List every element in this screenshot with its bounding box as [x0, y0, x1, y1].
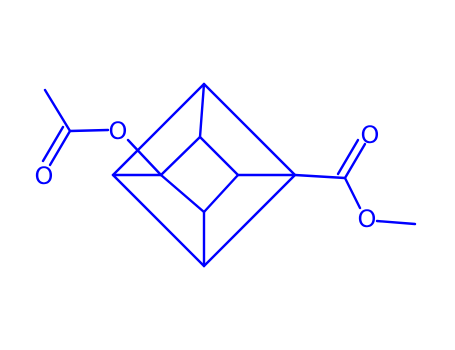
- bond-cage-to-ester-carbon: [293, 173, 347, 180]
- bond-ester-carbonyl-double-b: [336, 138, 360, 176]
- acetoxy-group: [41, 88, 163, 177]
- bond-cage-to-ether-oxygen: [126, 138, 163, 177]
- atom-label-ester-oxygen-right: O: [358, 205, 377, 233]
- atom-label-ether-oxygen-left: O: [109, 117, 128, 145]
- bond-cage-outer-top-right: [202, 82, 297, 177]
- bond-ester-carbonyl-double-a: [343, 142, 367, 180]
- bond-cage-inner-top-right: [198, 135, 240, 177]
- bond-acetyl-methyl: [43, 88, 72, 133]
- bond-cage-inner-left-top: [159, 135, 202, 177]
- bond-ester-carbon-to-oxygen: [343, 176, 362, 210]
- bond-cage-inner-right-bottom: [202, 173, 240, 214]
- bond-ether-oxygen-to-carbonyl-carbon: [68, 128, 110, 133]
- methyl-ester-group: [293, 138, 417, 226]
- bond-carbonyl-double-b: [41, 125, 65, 163]
- bond-cage-connect-top: [198, 82, 206, 139]
- bond-carbonyl-double-a: [48, 129, 72, 167]
- atom-label-carbonyl-oxygen-left: O: [35, 162, 54, 190]
- atom-labels: O O O O: [35, 117, 380, 233]
- bond-cage-outer-bottom-left: [111, 173, 206, 268]
- bond-cage-inner-bottom-left: [159, 173, 206, 214]
- cubane-cage: [111, 82, 297, 268]
- bond-ester-oxygen-to-methyl: [375, 219, 417, 226]
- bond-cage-outer-left-top: [111, 82, 206, 177]
- atom-label-carbonyl-oxygen-right: O: [361, 121, 380, 149]
- bond-cage-outer-right-bottom: [202, 173, 297, 268]
